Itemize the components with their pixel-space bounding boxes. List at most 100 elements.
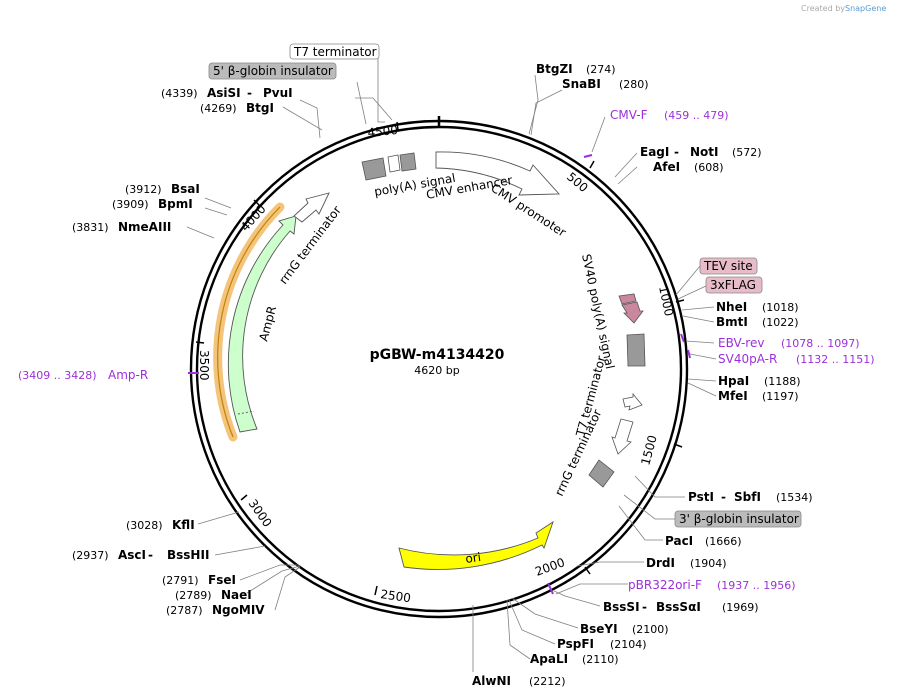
cmv-f-primer-mark[interactable]	[583, 154, 593, 158]
tick-label: 2500	[380, 587, 412, 605]
rrng-terminator-left-feature[interactable]	[293, 192, 330, 223]
rrng-terminator-left-label: rrnG terminator	[276, 203, 344, 287]
site-asci-name[interactable]: AscI	[118, 548, 146, 562]
site-mfei-name[interactable]: MfeI	[718, 389, 748, 403]
site-bsssi-bsssai-pos: (1969)	[722, 601, 759, 614]
site-bsshii-name[interactable]: BssHII	[167, 548, 209, 562]
ampr-highlight-edge	[217, 206, 281, 438]
snapgene-logo: SnapGene	[845, 4, 886, 13]
flag3x-badge	[705, 276, 763, 294]
primer-amp-r-name[interactable]: Amp-R	[108, 368, 148, 382]
site-afei-name[interactable]: AfeI	[653, 160, 680, 174]
site-bmti-name[interactable]: BmtI	[716, 315, 748, 329]
site-snabi-pos: (280)	[619, 78, 649, 91]
globin-5-insulator-label: 5' β-globin insulator	[213, 64, 333, 78]
site-afei-pos: (608)	[694, 161, 724, 174]
site-pvui-name[interactable]: PvuI	[263, 86, 293, 100]
plasmid-length: 4620 bp	[414, 364, 459, 377]
site-kfli-pos: (3028)	[126, 519, 163, 532]
leader-lines	[186, 58, 717, 672]
site-pspfi-name[interactable]: PspFI	[557, 637, 594, 651]
globin-5-insulator-badge	[208, 62, 337, 80]
globin-3-insulator-feature[interactable]	[588, 459, 615, 488]
site-sbfi-sep: -	[721, 490, 726, 504]
site-drdi-name[interactable]: DrdI	[646, 556, 675, 570]
tick-mark	[673, 443, 683, 448]
site-sbfi-name[interactable]: SbfI	[734, 490, 761, 504]
t7-terminator-right-feature[interactable]	[622, 392, 643, 411]
ampr-feature[interactable]	[227, 215, 297, 433]
ebv-rev-primer-mark[interactable]	[680, 333, 685, 343]
site-bseyi-name[interactable]: BseYI	[580, 622, 618, 636]
primer-pbr322ori-f-range: (1937 .. 1956)	[717, 579, 796, 592]
flag3x-feature[interactable]	[621, 301, 644, 324]
site-apali-name[interactable]: ApaLI	[530, 652, 568, 666]
ori-feature[interactable]	[398, 520, 554, 570]
rrng-terminator-right-feature[interactable]	[611, 418, 634, 455]
site-naei-name[interactable]: NaeI	[221, 588, 252, 602]
sv40-polya-label: SV40 poly(A) signal	[579, 253, 617, 371]
site-nhei-name[interactable]: NheI	[716, 300, 747, 314]
site-paci-pos: (1666)	[705, 535, 742, 548]
ampr-segment-divider	[237, 410, 255, 415]
site-bsssi-name[interactable]: BssSI	[603, 600, 640, 614]
tick-label: 500	[564, 170, 591, 195]
flag3x-label: 3xFLAG	[710, 278, 756, 292]
globin-5-insulator-feature[interactable]	[361, 157, 387, 181]
site-drdi-pos: (1904)	[690, 557, 727, 570]
tev-site-feature[interactable]	[618, 293, 637, 305]
site-ngomiv-name[interactable]: NgoMIV	[212, 603, 265, 617]
site-eagi-name[interactable]: EagI	[640, 145, 669, 159]
t7-terminator-top-feature[interactable]	[387, 154, 401, 173]
site-asisi-name[interactable]: AsiSI	[207, 86, 241, 100]
tick-label: 1500	[638, 434, 659, 467]
site-fsei-pos: (2791)	[162, 574, 199, 587]
site-alwni-name[interactable]: AlwNI	[472, 674, 511, 688]
site-nhei-pos: (1018)	[762, 301, 799, 314]
tick-mark	[584, 566, 591, 575]
site-btgzi-name[interactable]: BtgZI	[536, 62, 573, 76]
globin-3-insulator-badge	[674, 510, 802, 528]
site-bpmi-name[interactable]: BpmI	[158, 197, 193, 211]
site-btgi-pos: (4269)	[200, 102, 237, 115]
site-apali-pos: (2110)	[582, 653, 619, 666]
site-fsei-name[interactable]: FseI	[208, 573, 236, 587]
tick-label: 2000	[533, 555, 566, 579]
site-kfli-name[interactable]: KflI	[172, 518, 195, 532]
cmv-promoter-feature[interactable]	[435, 151, 560, 196]
tick-mark	[240, 494, 248, 501]
tev-site-label: TEV site	[703, 259, 753, 273]
site-bseyi-pos: (2100)	[632, 623, 669, 636]
site-noti-name[interactable]: NotI	[690, 145, 719, 159]
tick-mark	[675, 299, 685, 303]
site-nmeaiii-name[interactable]: NmeAIII	[118, 220, 171, 234]
site-paci-name[interactable]: PacI	[665, 534, 693, 548]
site-snabi-name[interactable]: SnaBI	[562, 77, 601, 91]
site-bsshii-sep: -	[148, 548, 153, 562]
site-naei-pos: (2789)	[175, 589, 212, 602]
site-bsssai-name[interactable]: BssSαI	[656, 600, 701, 614]
site-btgi-name[interactable]: BtgI	[246, 101, 274, 115]
site-noti-sep: -	[674, 145, 679, 159]
site-psti-name[interactable]: PstI	[688, 490, 714, 504]
ori-label: ori	[464, 550, 481, 566]
primer-sv40pa-r-name[interactable]: SV40pA-R	[718, 352, 777, 366]
primer-pbr322ori-f-name[interactable]: pBR322ori-F	[628, 578, 702, 592]
sv40pa-r-primer-mark[interactable]	[687, 349, 691, 359]
primer-cmv-f-name[interactable]: CMV-F	[610, 108, 648, 122]
polya-signal-feature[interactable]	[399, 152, 417, 172]
pbr322ori-f-primer-mark[interactable]	[547, 582, 554, 595]
site-bmti-pos: (1022)	[762, 316, 799, 329]
site-asisi-pvui-pos: (4339)	[161, 87, 198, 100]
primer-ebv-rev-name[interactable]: EBV-rev	[718, 336, 764, 350]
tick-label: 4500	[367, 123, 399, 140]
tick-label: 3500	[197, 350, 211, 381]
site-bsai-name[interactable]: BsaI	[171, 182, 200, 196]
site-hpai-name[interactable]: HpaI	[718, 374, 749, 388]
site-pvui-sep: -	[247, 86, 252, 100]
tick-mark	[195, 341, 205, 344]
sv40-polya-feature[interactable]	[626, 333, 646, 367]
site-bpmi-pos: (3909)	[112, 198, 149, 211]
